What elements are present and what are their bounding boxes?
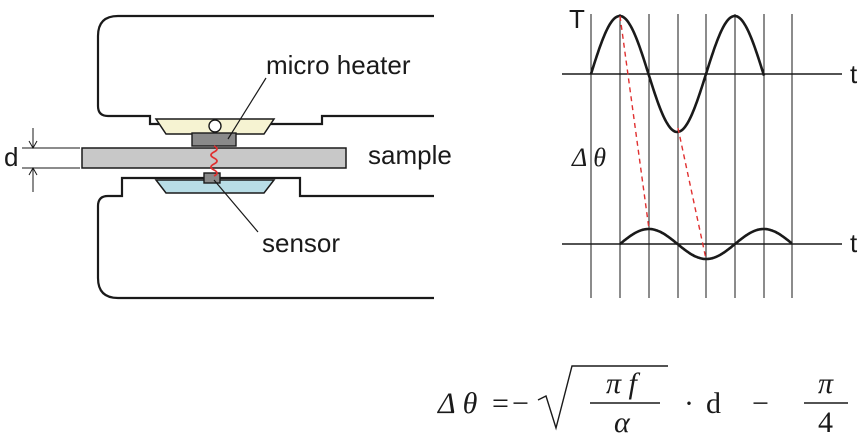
phase-lag-label: Δ θ	[571, 143, 606, 172]
heater-leader	[227, 77, 267, 140]
formula-numerator: π f	[606, 367, 641, 400]
time-gridlines	[590, 14, 793, 298]
sensor-block	[203, 172, 221, 184]
temperature-axis-label: T	[569, 4, 585, 34]
formula-equals: =	[492, 387, 509, 420]
top-time-label: t	[850, 59, 858, 89]
formula-lhs: Δ θ	[437, 387, 478, 420]
sensor-holder	[154, 179, 276, 194]
sample-label: sample	[368, 140, 452, 170]
formula-four: 4	[818, 406, 833, 439]
formula-dot: ·	[684, 387, 694, 420]
square-root-sign	[537, 365, 668, 431]
formula-minus: −	[752, 387, 769, 420]
sensor-label: sensor	[262, 228, 340, 258]
phase-formula: Δ θ = − π f α · d − π 4	[437, 365, 848, 439]
formula-negative-sign: −	[512, 387, 529, 420]
formula-denominator: α	[614, 406, 631, 439]
heater-temperature-wave	[589, 14, 766, 134]
heater-element	[208, 119, 222, 133]
apparatus: d micro heater sample sensor	[4, 14, 452, 300]
heat-flow-wire	[210, 145, 218, 177]
upper-holder	[96, 14, 434, 126]
heater-block	[191, 132, 237, 147]
formula-pi: π	[818, 367, 834, 400]
waveform-plot: T t t Δ θ	[562, 4, 858, 298]
phase-lag-line-2	[677, 127, 707, 260]
sensor-response-wave	[619, 227, 793, 261]
lower-holder	[96, 176, 434, 300]
thickness-label: d	[4, 142, 18, 172]
formula-thickness: d	[706, 387, 721, 420]
thickness-dimension	[22, 128, 80, 192]
sensor-leader	[213, 179, 259, 233]
bottom-time-label: t	[850, 228, 858, 258]
phase-lag-line-1	[619, 15, 650, 230]
micro-heater-label: micro heater	[266, 50, 411, 80]
